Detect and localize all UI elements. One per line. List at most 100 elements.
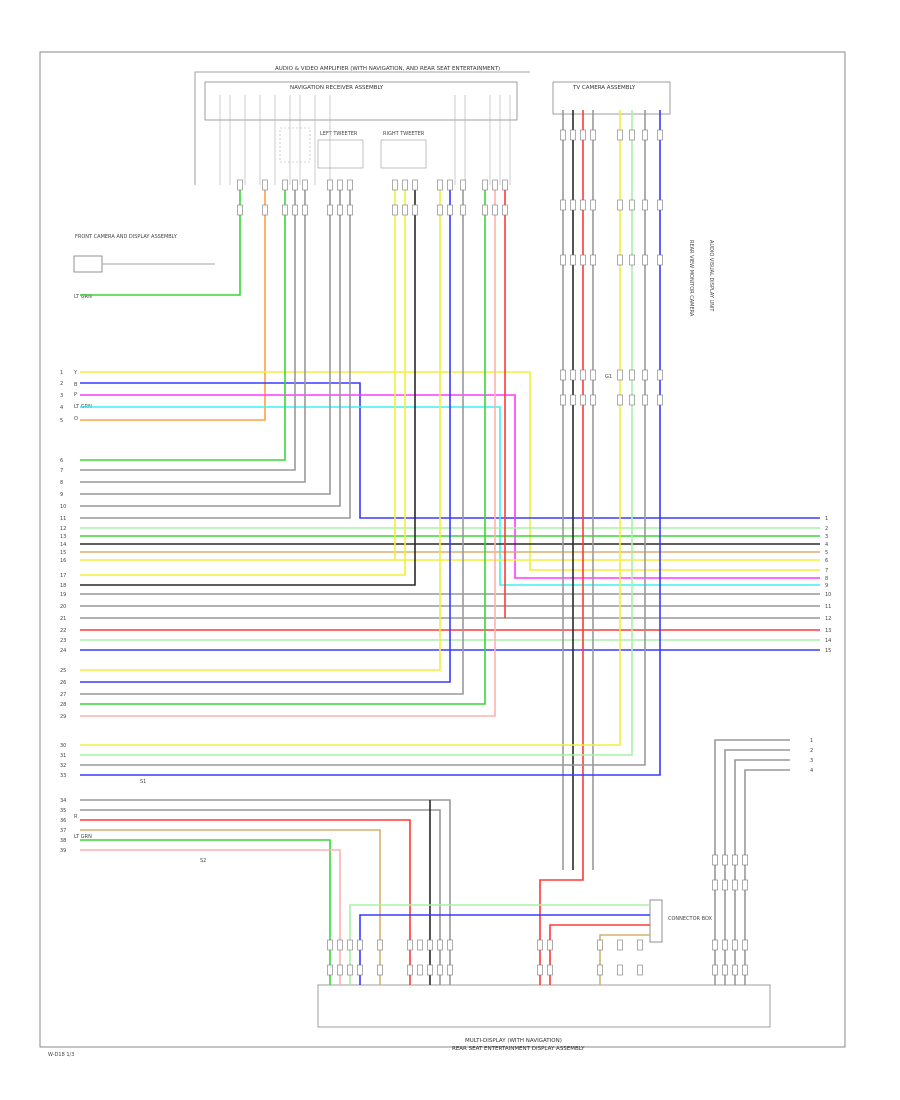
small-relay-box [279,127,311,163]
connector-cam-d-2 [580,369,586,381]
connector-bot-a-2 [347,939,353,951]
pin-left-20: 21 [60,616,66,622]
pin-right-8: 9 [825,583,828,589]
pin-right-4: 5 [825,550,828,556]
pin-right-7: 8 [825,576,828,582]
connector-top-b-15 [492,204,498,216]
connector-top-b-2 [282,204,288,216]
ground-label: G1 [605,374,612,380]
wire-cam-yellow-1 [80,110,621,746]
pin-right-1: 2 [825,526,828,532]
connector-top-0 [237,179,243,191]
pin-left-23: 24 [60,648,66,654]
connector-top-b-4 [302,204,308,216]
wire-low-tan-1 [80,829,381,985]
connector-top-7 [347,179,353,191]
pin-left-35: 36 [60,818,66,824]
wire-label-o: O [74,416,78,422]
connector-bot-a-14 [637,939,643,951]
left-speaker-box [317,139,364,169]
pin-left-11: 12 [60,526,66,532]
wire-low-green-1 [80,839,331,985]
connector-rs-b-2 [732,879,738,891]
connector-top-b-12 [447,204,453,216]
wire-cb-lgreen [349,904,650,985]
connector-bot-b-5 [407,964,413,976]
connector-cam-b-4 [617,199,623,211]
pin-rs-1: 2 [810,748,813,754]
connector-cam-c-3 [590,254,596,266]
pin-left-38: 39 [60,848,66,854]
pin-left-22: 23 [60,638,66,644]
pin-left-5: 6 [60,458,63,464]
pin-left-13: 14 [60,542,66,548]
s1-label: S1 [140,779,146,785]
pin-right-0: 1 [825,516,828,522]
connector-top-b-14 [482,204,488,216]
wire-low-pink-1 [80,849,341,985]
wire-green-bus-2 [80,185,286,461]
connector-rs-b-1 [722,879,728,891]
pin-left-28: 29 [60,714,66,720]
pin-left-24: 25 [60,668,66,674]
connector-top-b-11 [437,204,443,216]
connector-bot-a-6 [417,939,423,951]
connector-top-4 [302,179,308,191]
connector-top-b-16 [502,204,508,216]
connector-top-b-7 [347,204,353,216]
connector-top-14 [482,179,488,191]
pin-left-0: 1 [60,370,63,376]
connector-cam-e-3 [590,394,596,406]
wire-label-bottom-r: R [74,814,78,820]
right-speaker-label: RIGHT TWEETER [383,131,425,137]
connector-cam-b-1 [570,199,576,211]
connector-cam-e-5 [629,394,635,406]
connector-top-8 [392,179,398,191]
pin-left-36: 37 [60,828,66,834]
wire-label-y: Y [73,370,78,376]
connector-cam-a-5 [629,129,635,141]
footer-label: W-D18 1/3 [48,1052,74,1058]
wire-label-g: LT GRN [74,294,92,300]
pin-left-12: 13 [60,534,66,540]
connector-cam-b-5 [629,199,635,211]
connector-box-label: CONNECTOR BOX [668,916,713,922]
connector-bot-a-4 [377,939,383,951]
connector-cam-e-1 [570,394,576,406]
connector-top-b-1 [262,204,268,216]
camera-module-label: TV CAMERA ASSEMBLY [572,85,636,91]
connector-bot-a-17 [732,939,738,951]
connector-cam-c-0 [560,254,566,266]
connector-rs-a-2 [732,854,738,866]
pin-left-2: 3 [60,393,63,399]
wire-gray-bus-2d [80,185,341,507]
connector-cam-d-1 [570,369,576,381]
connector-cam-e-6 [642,394,648,406]
pin-left-1: 2 [60,381,63,387]
wire-blue-vert-1 [80,185,451,683]
connector-cam-c-6 [642,254,648,266]
connector-top-6 [337,179,343,191]
camera-module-box [552,81,671,115]
wire-blue-bus-1 [80,382,820,519]
right-speaker-box [380,139,427,169]
connector-cam-b-2 [580,199,586,211]
wire-label-p: P [74,392,77,398]
connector-bot-b-4 [377,964,383,976]
pin-right-10: 11 [825,604,831,610]
wire-low-gray-1 [80,799,451,985]
wire-cb-blue [359,914,650,985]
pin-left-8: 9 [60,492,63,498]
wire-cam-red-1 [539,110,584,985]
pin-left-3: 4 [60,405,63,411]
connector-cam-d-0 [560,369,566,381]
connector-bot-b-17 [732,964,738,976]
connector-cam-b-3 [590,199,596,211]
connector-bot-b-10 [537,964,543,976]
pin-left-9: 10 [60,504,66,510]
bottom-module-box [317,984,771,1028]
connectors-group [237,129,748,976]
connector-bot-a-1 [337,939,343,951]
connector-cam-d-7 [657,369,663,381]
connector-bot-b-2 [347,964,353,976]
